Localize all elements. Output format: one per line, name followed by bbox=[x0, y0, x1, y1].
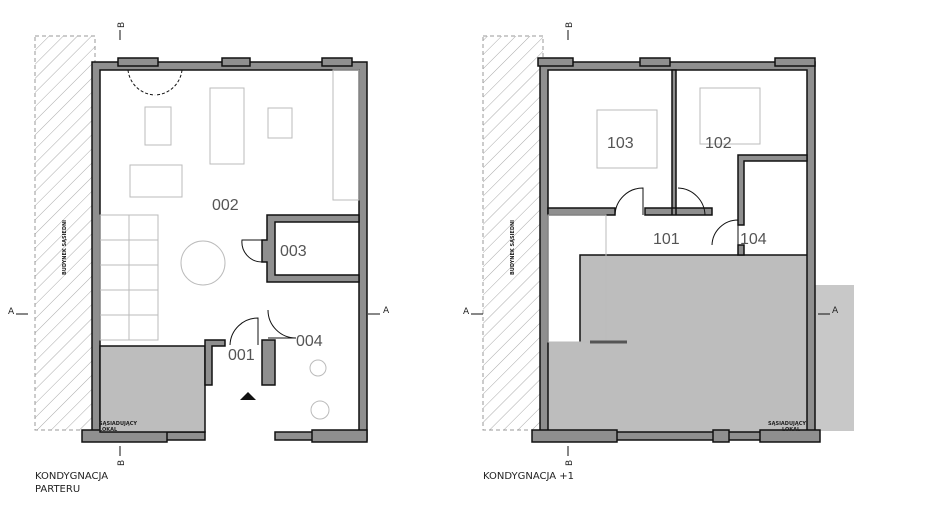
window-frame bbox=[531, 429, 618, 443]
window-frame bbox=[221, 57, 251, 67]
bathroom-104-door bbox=[711, 219, 739, 246]
room-number: 002 bbox=[212, 197, 239, 214]
svg-text:B: B bbox=[117, 460, 127, 466]
floor-subtitle: PARTERU bbox=[35, 484, 80, 495]
adjacent-unit-area bbox=[547, 342, 587, 435]
bathroom-door bbox=[241, 239, 263, 263]
section-marker-a-left: A bbox=[463, 307, 483, 317]
kitchen-counter bbox=[332, 69, 360, 201]
svg-text:A: A bbox=[463, 307, 470, 317]
kitchen-island bbox=[267, 107, 293, 139]
window-frame bbox=[712, 429, 730, 443]
adjacent-unit-label: LOKAL bbox=[99, 427, 118, 433]
window-frame bbox=[311, 429, 368, 443]
section-marker-a-right: A bbox=[368, 306, 390, 316]
adjacent-unit-label: SĄSIADUJĄCY bbox=[99, 421, 137, 427]
svg-text:B: B bbox=[565, 22, 575, 28]
entrance-arrow-icon bbox=[240, 392, 256, 400]
window-frame bbox=[117, 57, 159, 67]
first-floor-plan: BUDYNEK SĄSIEDNI SĄSIADUJĄCY LOKAL 103 1… bbox=[463, 22, 854, 482]
window-frame bbox=[321, 57, 353, 67]
room-004-door bbox=[267, 309, 297, 339]
staircase bbox=[99, 214, 159, 341]
coffee-table bbox=[144, 106, 172, 146]
section-marker-a-right: A bbox=[818, 306, 839, 316]
window-frame bbox=[774, 57, 816, 67]
ground-floor-plan: BUDYNEK SĄSIEDNI SĄSIADUJĄCY LOKAL bbox=[8, 22, 390, 495]
adjacent-unit-area bbox=[580, 255, 808, 435]
svg-text:A: A bbox=[8, 307, 15, 317]
svg-text:A: A bbox=[383, 306, 390, 316]
bed bbox=[596, 109, 658, 169]
adjacent-unit-label: SĄSIADUJĄCY bbox=[768, 421, 806, 427]
room-number: 102 bbox=[705, 135, 732, 152]
window-frame bbox=[639, 57, 671, 67]
adjacent-unit-border bbox=[579, 254, 808, 342]
dining-table bbox=[180, 240, 226, 286]
terrace-door bbox=[127, 69, 183, 96]
svg-text:B: B bbox=[117, 22, 127, 28]
neighbor-building-hatch bbox=[34, 35, 96, 431]
armchair bbox=[129, 164, 183, 198]
entrance-walls bbox=[204, 339, 276, 386]
bedroom-102-door bbox=[677, 187, 706, 216]
section-marker-a-left: A bbox=[8, 307, 28, 317]
entrance-door bbox=[229, 317, 259, 346]
section-marker-b-top: B bbox=[565, 22, 575, 40]
neighbor-building-label: BUDYNEK SĄSIEDNI bbox=[510, 220, 516, 275]
room-number: 103 bbox=[607, 135, 634, 152]
room-number: 003 bbox=[280, 243, 307, 260]
neighbor-building-label: BUDYNEK SĄSIEDNI bbox=[62, 220, 68, 275]
balcony-area bbox=[812, 285, 854, 431]
room-number: 104 bbox=[740, 231, 767, 248]
section-marker-b-top: B bbox=[117, 22, 127, 40]
bedroom-103-door bbox=[614, 187, 644, 216]
sofa bbox=[209, 87, 245, 165]
svg-text:B: B bbox=[565, 460, 575, 466]
room-number: 004 bbox=[296, 333, 323, 350]
bed bbox=[699, 87, 761, 145]
adjacent-unit-area bbox=[99, 345, 206, 433]
svg-text:A: A bbox=[832, 306, 839, 316]
adjacent-unit-label: LOKAL bbox=[782, 427, 801, 433]
staircase bbox=[547, 214, 607, 343]
window-frame bbox=[537, 57, 574, 67]
section-marker-b-bottom: B bbox=[117, 446, 127, 466]
floor-title: KONDYGNACJA bbox=[35, 471, 108, 482]
section-marker-b-bottom: B bbox=[565, 446, 575, 466]
window-frame bbox=[759, 429, 821, 443]
room-number: 001 bbox=[228, 347, 255, 364]
floor-title: KONDYGNACJA +1 bbox=[483, 471, 574, 482]
room-number: 101 bbox=[653, 231, 680, 248]
chair bbox=[309, 359, 327, 377]
chair bbox=[310, 400, 330, 420]
neighbor-building-hatch bbox=[482, 35, 544, 431]
